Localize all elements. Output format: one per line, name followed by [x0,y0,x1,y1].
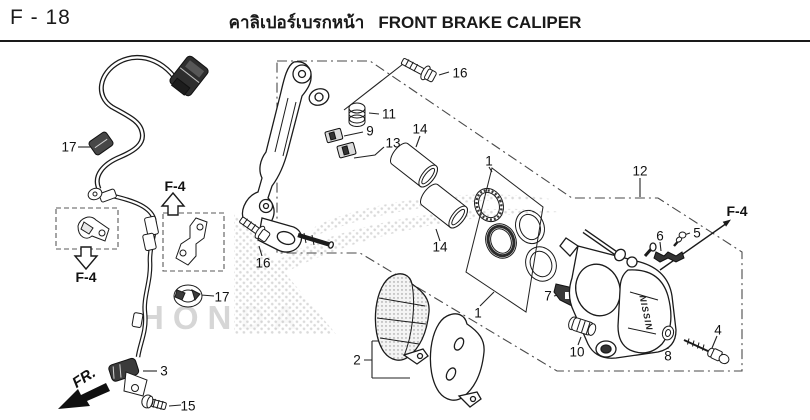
callout-16-top: 16 [452,65,468,81]
page-title-english: FRONT BRAKE CALIPER [378,13,582,32]
banjo-fitting [87,187,117,203]
pad-spring-6 [653,251,685,263]
callout-leaders [78,63,718,407]
f4-ref-label-left: F-4 [75,269,97,285]
page-title-thai: คาลิเปอร์เบรกหน้า [228,13,365,32]
callout-1-bot: 1 [474,305,482,321]
callout-11: 11 [381,106,397,122]
callout-14-bot: 14 [432,239,448,255]
f4-stay-bracket-mid [175,217,208,266]
page-title: คาลิเปอร์เบรกหน้า FRONT BRAKE CALIPER [0,9,810,36]
callout-3: 3 [160,363,168,379]
pad-retainer-9 [324,127,357,159]
callout-15: 15 [180,398,196,414]
callout-14-top: 14 [412,121,428,137]
callout-10: 10 [569,344,585,360]
f4-arrow-down-icon [73,246,99,271]
callout-9: 9 [366,123,374,139]
wire-connector [169,55,209,97]
wire-clamp-17b [173,284,203,308]
bleed-bolt-4 [683,338,730,365]
f4-stay-bracket-left [77,216,110,242]
caliper-bracket [241,61,334,253]
callout-17-mid: 17 [214,289,230,305]
exploded-view-boundary [55,60,743,372]
callout-2: 2 [353,352,361,368]
mount-bolt-16-left [239,216,271,243]
pin-bolt-10 [568,316,597,336]
callout-8: 8 [664,348,672,364]
f4-arrow-right [659,219,731,271]
pin-boot-11 [348,102,366,127]
callout-7: 7 [544,288,552,304]
sealing-washer-8 [661,325,675,341]
callout-13: 13 [385,135,401,151]
callout-5: 5 [693,225,701,241]
hose-clip-17a [88,131,114,156]
caliper-piston-14b [420,183,468,229]
f4-arrow-up-icon [160,191,186,216]
callout-16-left: 16 [255,255,271,271]
callout-17-top: 17 [61,139,77,155]
fr-direction-arrow-icon [58,383,110,409]
callout-1-top: 1 [485,153,493,169]
f4-ref-label-top: F-4 [164,178,186,194]
brake-pad-inner [374,273,430,361]
header-divider [0,40,810,42]
f4-reference-box-mid [162,212,225,272]
page-code: F - 18 [10,6,71,29]
callout-12: 12 [632,163,648,179]
speed-sensor-3 [108,357,148,397]
f4-reference-box-left [55,207,119,250]
brake-pad-outer [429,313,485,401]
abs-sensor-wire-assembly [77,55,209,410]
spring-bolt-5 [673,231,687,247]
caliper-assembly-12 [559,228,677,359]
brake-pad-set-2 [374,273,485,408]
callout-6: 6 [656,228,664,244]
hose-sleeve [131,215,159,328]
callout-4: 4 [714,322,722,338]
mount-bolt-16-top [400,58,437,83]
f4-ref-label-right: F-4 [726,203,748,219]
caliper-piston-14a [390,142,438,188]
seal-kit-1 [474,187,557,282]
sensor-bolt-15 [141,394,167,410]
